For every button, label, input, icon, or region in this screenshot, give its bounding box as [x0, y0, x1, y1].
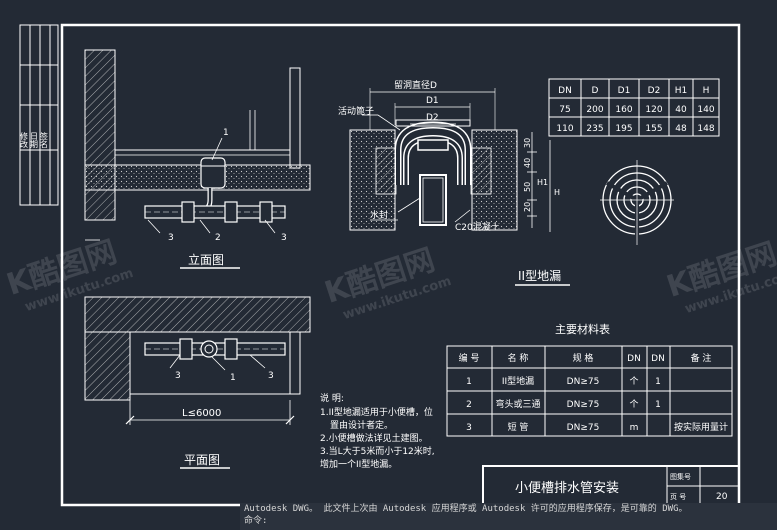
spec-table-grid: [548, 78, 720, 137]
materials-cell: DN≥75: [567, 400, 600, 410]
command-line[interactable]: Autodesk DWG。 此文件上次由 Autodesk 应用程序或 Auto…: [240, 503, 777, 530]
materials-cell: m: [630, 423, 639, 433]
command-message: Autodesk DWG。 此文件上次由 Autodesk 应用程序或 Auto…: [244, 504, 688, 514]
spec-cell: 200: [586, 105, 603, 115]
note-line-1: 1.II型地漏适用于小便槽，位: [320, 406, 433, 418]
spec-cell: 140: [697, 105, 714, 115]
drain-dim-h1: H1: [537, 178, 548, 187]
spec-table: DN D D1 D2 H1 H 75 200 160 120 40 140 110 235 195 155 48…: [556, 86, 714, 134]
elevation-callout-2: 2: [215, 233, 221, 243]
plan-view: [84, 296, 311, 469]
materials-header-cell: 规 格: [573, 352, 594, 364]
materials-title: 主要材料表: [555, 322, 610, 336]
revision-label-2: 日期: [30, 132, 39, 149]
drain-dim-50: 50: [523, 182, 532, 192]
spec-header-cell: D1: [618, 86, 631, 96]
command-prompt[interactable]: 命令:: [244, 516, 268, 526]
page-number-value: 20: [716, 492, 728, 502]
materials-cell: 弯头或三通: [495, 398, 540, 410]
materials-cell: 短 管: [508, 421, 529, 433]
note-line-2: 置由设计者定。: [330, 419, 393, 431]
materials-header-cell: 编 号: [459, 352, 480, 364]
spec-cell: 120: [645, 105, 662, 115]
materials-header-cell: 名 称: [508, 352, 529, 364]
elevation-view-title: 立面图: [188, 252, 224, 267]
notes-heading: 说 明:: [320, 392, 344, 404]
materials-header-cell: 备 注: [691, 352, 712, 364]
movable-grate-label: 活动篦子: [338, 105, 374, 117]
materials-cell: 1: [655, 400, 661, 410]
materials-table-grid: [446, 345, 733, 437]
atlas-number-label: 图集号: [670, 472, 691, 481]
materials-cell: DN≥75: [567, 423, 600, 433]
note-line-4: 3.当L大于5米而小于12米时,: [320, 445, 435, 457]
plan-view-title: 平面图: [184, 453, 220, 467]
drain-d2-label: D2: [426, 113, 439, 123]
drain-dim-40: 40: [523, 158, 532, 168]
drain-dim-20: 20: [523, 202, 532, 212]
revision-label-1: 修改: [20, 131, 29, 149]
spec-cell: 195: [615, 124, 632, 134]
drain-dim-30: 30: [523, 138, 532, 148]
water-seal-label: 水封: [370, 209, 388, 221]
materials-cell: 1: [466, 377, 472, 387]
spec-cell: 40: [675, 105, 687, 115]
drawing-title: 小便槽排水管安装: [515, 481, 619, 496]
drain-view-title: II型地漏: [518, 269, 561, 283]
materials-cell: 3: [466, 423, 472, 433]
spec-header-cell: H1: [675, 86, 688, 96]
revision-label-3: 签名: [40, 131, 49, 149]
spec-header-cell: D2: [648, 86, 661, 96]
elevation-callout-1: 1: [223, 128, 229, 138]
spec-header-cell: D: [592, 86, 599, 96]
materials-cell: 2: [466, 400, 472, 410]
plan-callout-3a: 3: [175, 371, 181, 381]
materials-cell: II型地漏: [502, 375, 534, 387]
concrete-label: C20混凝土: [455, 221, 500, 233]
spec-cell: 155: [645, 124, 662, 134]
floor-drain-section: [349, 88, 570, 286]
materials-cell: DN≥75: [567, 377, 600, 387]
materials-header-cell: DN: [627, 354, 641, 364]
plan-length-dimension: L≤6000: [182, 408, 221, 419]
elevation-callout-3b: 3: [281, 233, 287, 243]
plan-callout-3b: 3: [268, 371, 274, 381]
spec-cell: 235: [586, 124, 603, 134]
note-line-5: 增加一个II型地漏。: [320, 458, 397, 470]
materials-header-cell: DN: [651, 354, 665, 364]
drain-dim-h: H: [554, 188, 560, 197]
page-number-label: 页 号: [670, 493, 686, 501]
spec-cell: 110: [556, 124, 573, 134]
spec-cell: 75: [559, 105, 570, 115]
spec-cell: 48: [675, 124, 687, 134]
drain-d1-label: D1: [426, 96, 439, 106]
elevation-callout-3a: 3: [168, 233, 174, 243]
materials-table: 编 号 名 称 规 格 DN DN 备 注 1 II型地漏 DN≥75 个 1 2 弯头或三通 DN≥75…: [459, 352, 728, 433]
materials-cell: 1: [655, 377, 661, 387]
drain-hole-diameter-label: 留洞直径D: [394, 79, 437, 91]
materials-cell: 按实际用量计: [674, 421, 728, 433]
drawing-frame: [60, 23, 741, 507]
spec-header-cell: H: [703, 86, 710, 96]
spec-cell: 160: [615, 105, 632, 115]
revision-strip: [19, 24, 59, 206]
plan-callout-1: 1: [230, 373, 236, 383]
spec-cell: 148: [697, 124, 714, 134]
elevation-view: [84, 49, 311, 269]
note-line-3: 2.小便槽做法详见土建图。: [320, 432, 428, 444]
spec-header-cell: DN: [558, 86, 572, 96]
materials-cell: 个: [629, 399, 638, 410]
grate-plan-symbol: [600, 160, 674, 245]
materials-cell: 个: [629, 376, 638, 387]
